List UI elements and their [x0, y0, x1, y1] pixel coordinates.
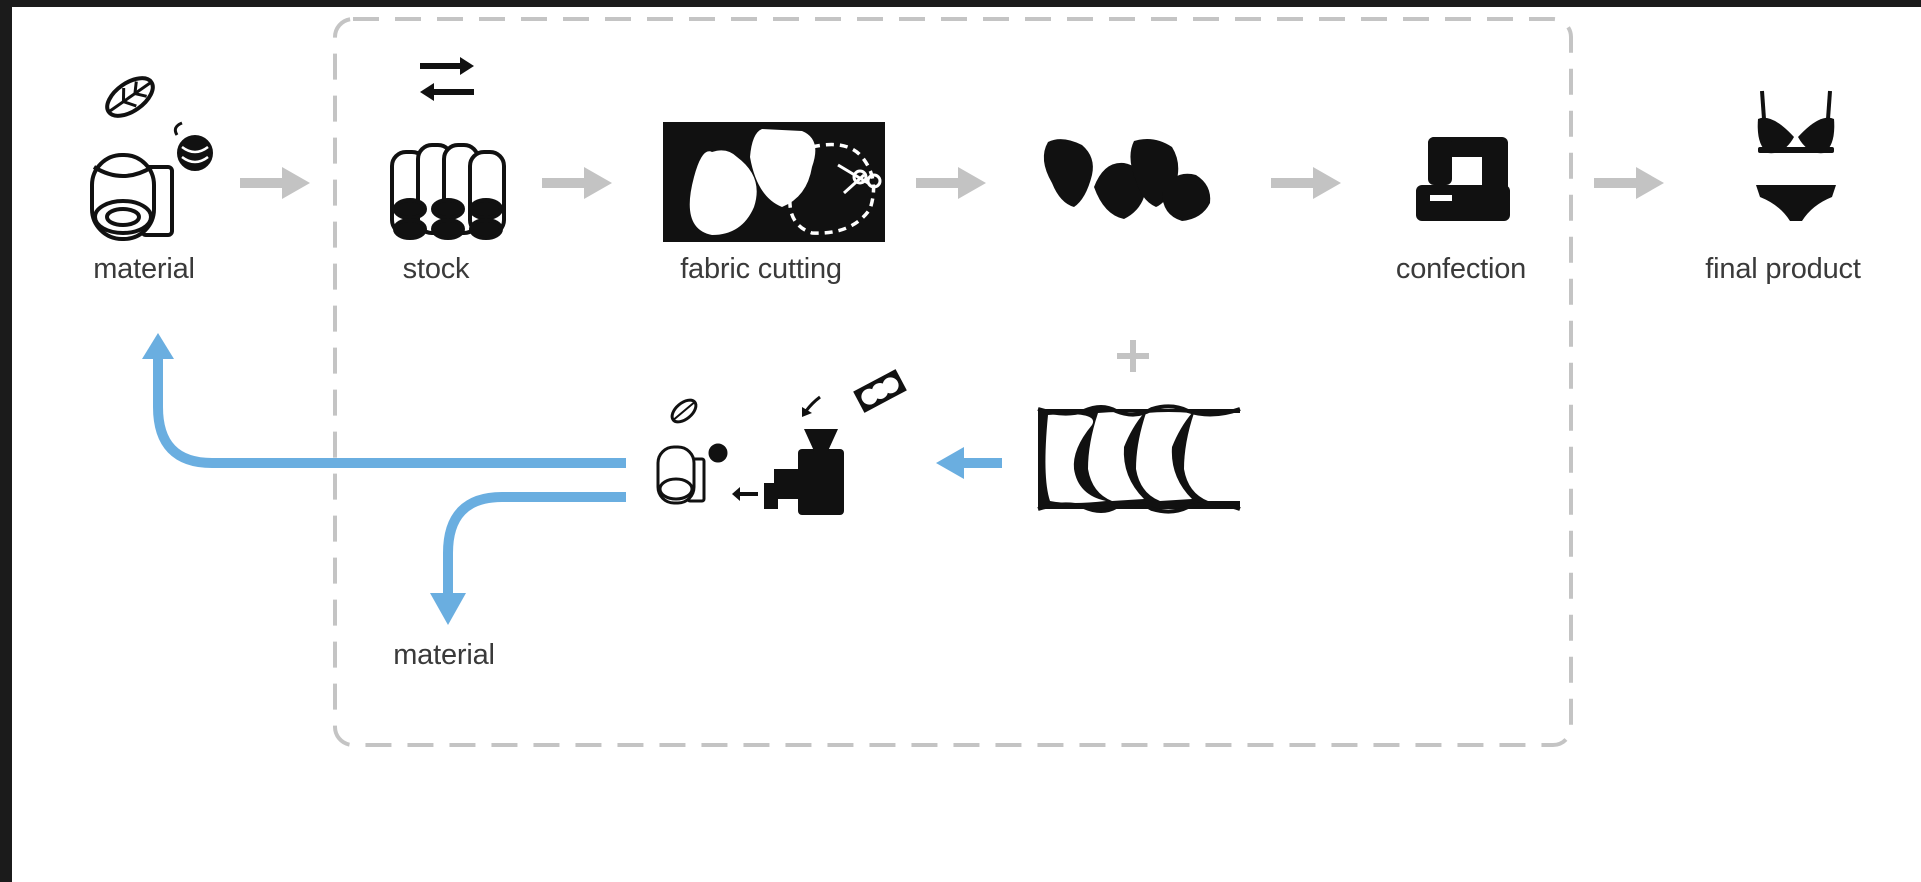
recycled-material-icon [656, 398, 728, 505]
recycle-arrow-to-source [153, 359, 626, 468]
recycling-machine-icon [732, 395, 844, 515]
fabric-cutting-icon [663, 122, 885, 242]
recycle-arrow-to-source-head [142, 333, 174, 359]
leaf-icon [105, 76, 155, 118]
stock-icon [390, 57, 506, 240]
sewing-machine-icon [1416, 137, 1510, 221]
production-flow-diagram [90, 17, 1836, 747]
flow-arrow-2 [542, 167, 612, 199]
scrap-fabric-icon [1037, 404, 1241, 514]
flow-arrow-1 [240, 167, 310, 199]
small-scrap-icon [853, 369, 907, 413]
label-final-product: final product [1705, 253, 1861, 285]
label-material-source: material [93, 253, 195, 285]
process-boundary [333, 17, 1573, 747]
label-confection: confection [1395, 253, 1527, 285]
label-material-out: material [393, 639, 495, 671]
material-icon [90, 76, 213, 241]
exchange-arrows-icon [420, 57, 474, 101]
fabric-roll-icon [90, 153, 174, 241]
label-fabric-cutting: fabric cutting [680, 253, 842, 285]
flow-arrow-3 [916, 167, 986, 199]
cut-pieces-icon [1043, 139, 1211, 221]
final-product-icon [1756, 90, 1836, 221]
scissors-icon [837, 163, 882, 195]
flow-arrow-5 [1594, 167, 1664, 199]
label-stock: stock [402, 253, 470, 285]
diagram-canvas: material stock fabric cutting confection… [12, 7, 1921, 882]
recycle-arrow-to-material-head [430, 593, 466, 625]
recycle-arrow-in [936, 447, 1002, 479]
yarn-ball-icon [173, 121, 213, 171]
recycle-arrow-to-material [443, 492, 626, 595]
plus-icon [1117, 340, 1149, 372]
flow-arrow-4 [1271, 167, 1341, 199]
